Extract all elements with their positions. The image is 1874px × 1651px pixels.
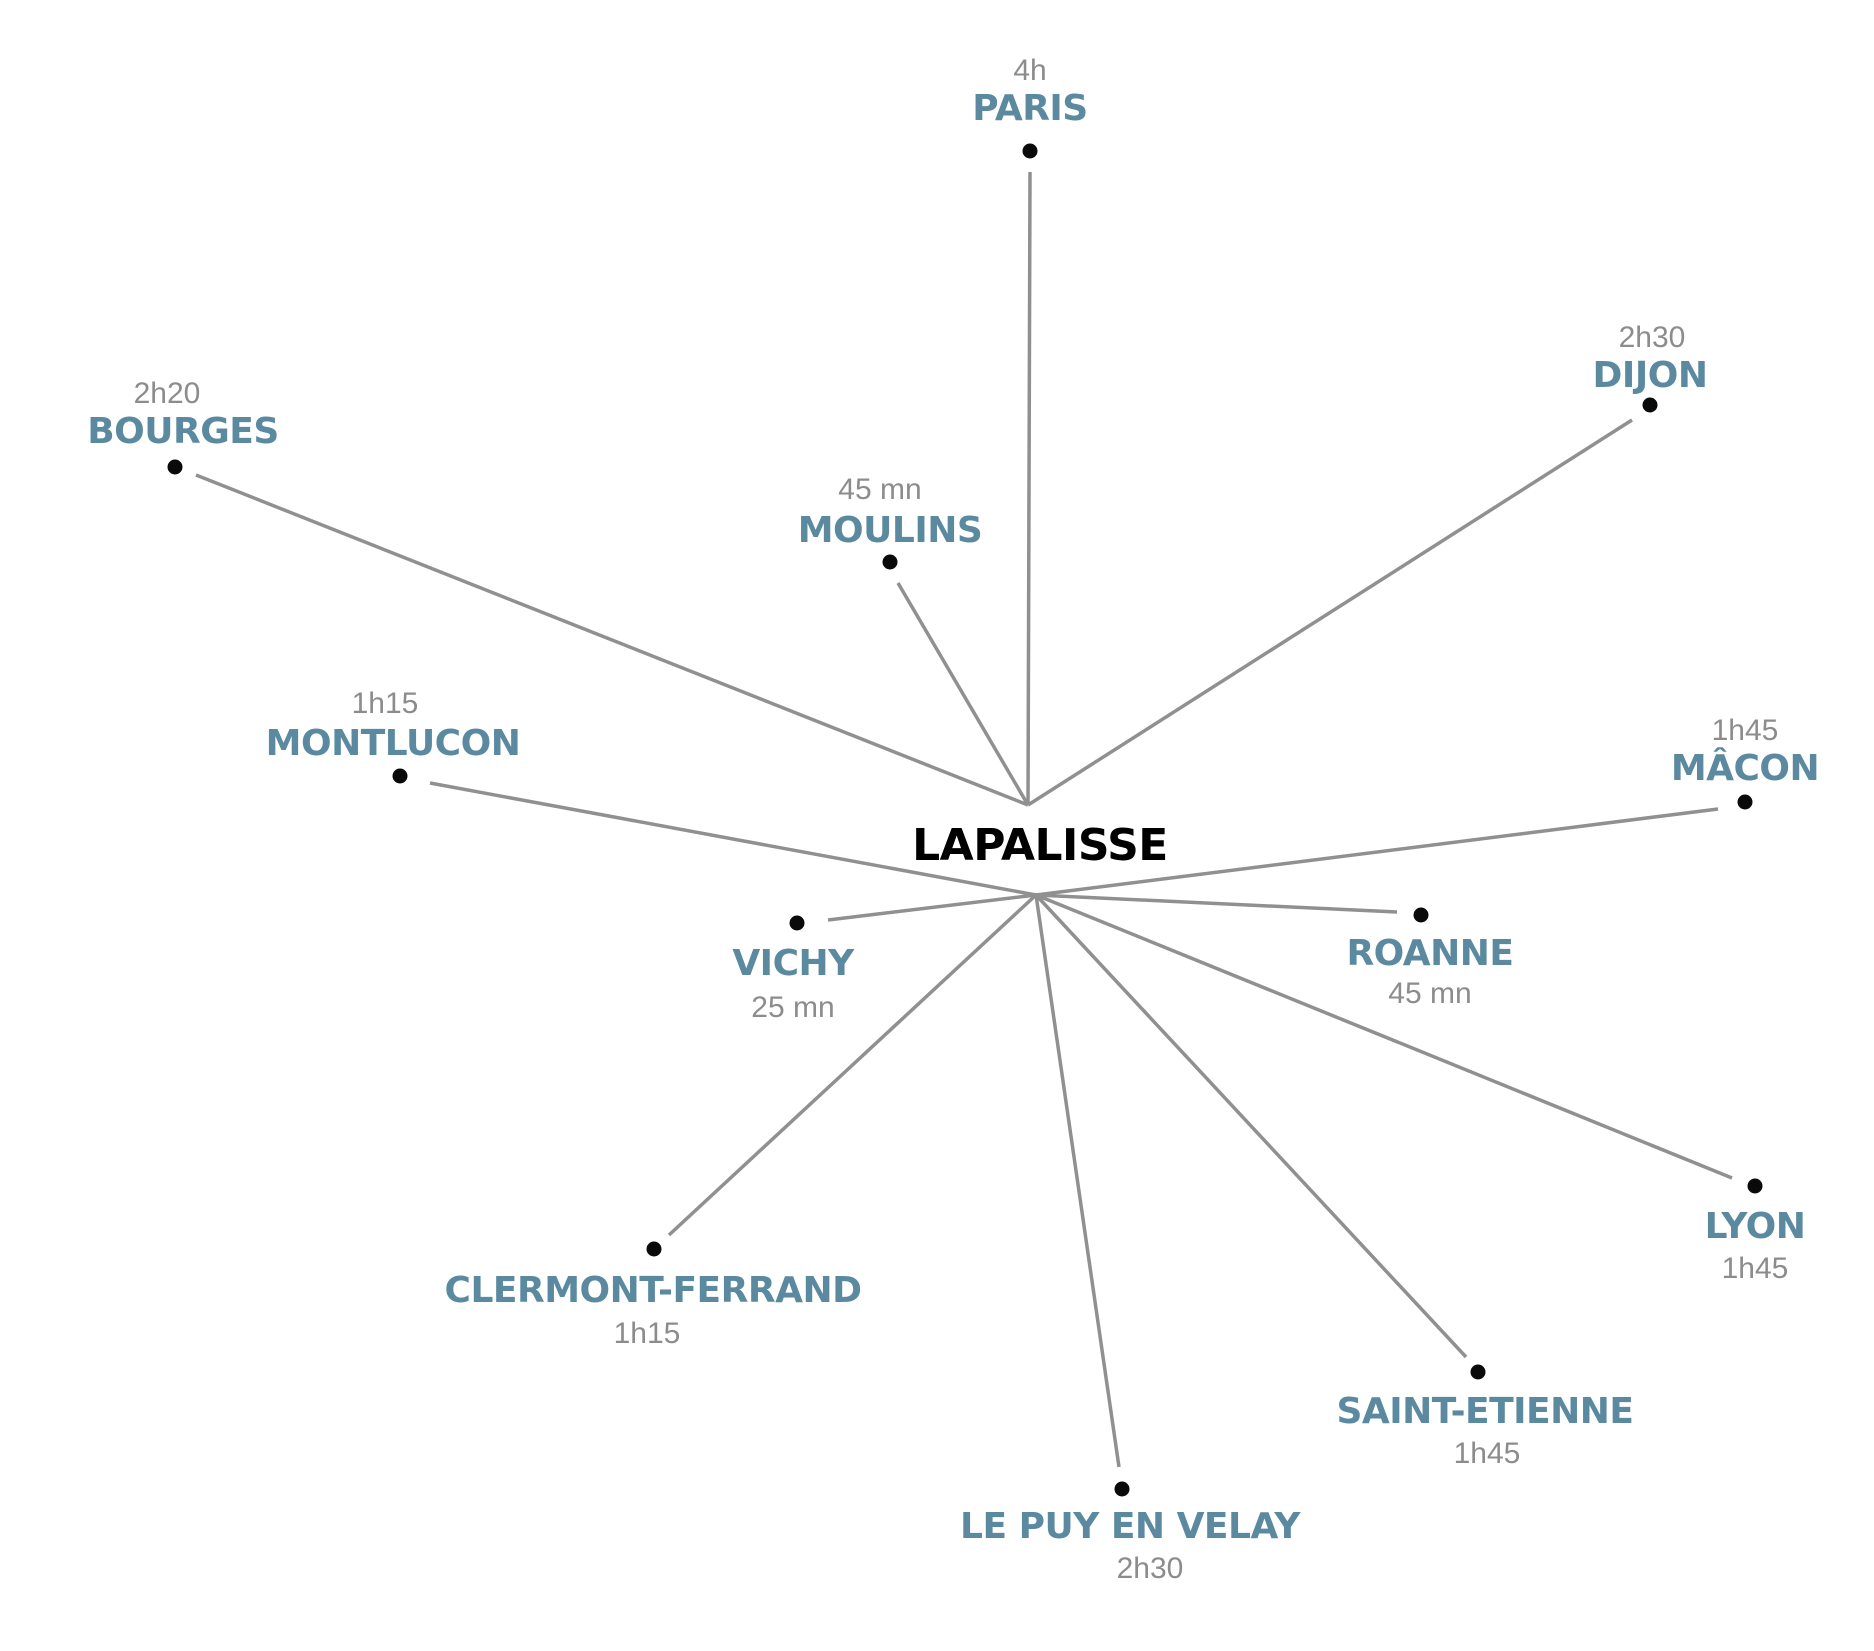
route-lines — [195, 171, 1733, 1468]
city-dot-lyon — [1747, 1178, 1763, 1194]
city-name-roanne: ROANNE — [1346, 933, 1513, 974]
route-line-dijon — [1027, 418, 1633, 807]
route-line-macon — [1035, 807, 1719, 897]
city-name-macon: MÂCON — [1671, 747, 1819, 789]
travel-time-dijon: 2h30 — [1619, 321, 1686, 354]
route-line-saint-etienne — [1034, 893, 1468, 1359]
route-line-paris — [1026, 171, 1032, 806]
travel-time-clermont-ferrand: 1h15 — [614, 1317, 681, 1350]
city-name-lyon: LYON — [1705, 1206, 1806, 1247]
city-name-montlucon: MONTLUCON — [266, 723, 521, 764]
travel-time-le-puy-en-velay: 2h30 — [1117, 1552, 1184, 1585]
city-name-dijon: DIJON — [1593, 355, 1708, 396]
city-dot-clermont-ferrand — [646, 1241, 662, 1257]
city-dot-saint-etienne — [1470, 1364, 1486, 1380]
travel-time-paris: 4h — [1013, 54, 1046, 87]
city-dot-dijon — [1642, 397, 1658, 413]
city-dot-le-puy-en-velay — [1114, 1481, 1130, 1497]
city-dot-roanne — [1413, 907, 1429, 923]
travel-time-bourges: 2h20 — [134, 377, 201, 410]
city-name-paris: PARIS — [972, 88, 1087, 129]
travel-time-macon: 1h45 — [1712, 714, 1779, 747]
city-dot-moulins — [882, 554, 898, 570]
travel-time-roanne: 45 mn — [1388, 977, 1471, 1010]
route-line-vichy — [827, 893, 1037, 922]
city-dot-paris — [1022, 143, 1038, 159]
city-dots — [167, 143, 1763, 1497]
city-name-le-puy-en-velay: LE PUY EN VELAY — [960, 1506, 1301, 1547]
route-line-roanne — [1035, 893, 1398, 914]
route-line-lyon — [1035, 893, 1733, 1180]
route-line-moulins — [896, 582, 1030, 806]
travel-time-lyon: 1h45 — [1722, 1252, 1789, 1285]
city-name-moulins: MOULINS — [798, 510, 983, 551]
city-dot-bourges — [167, 459, 183, 475]
city-name-bourges: BOURGES — [87, 411, 279, 452]
city-dot-montlucon — [392, 768, 408, 784]
travel-time-moulins: 45 mn — [838, 473, 921, 506]
city-dot-macon — [1737, 794, 1753, 810]
route-line-le-puy-en-velay — [1034, 894, 1121, 1468]
city-name-saint-etienne: SAINT-ETIENNE — [1336, 1391, 1633, 1432]
city-name-clermont-ferrand: CLERMONT-FERRAND — [445, 1270, 862, 1311]
city-dot-vichy — [789, 915, 805, 931]
travel-time-vichy: 25 mn — [751, 991, 834, 1024]
city-name-vichy: VICHY — [732, 943, 855, 984]
route-line-montlucon — [429, 781, 1037, 897]
travel-time-saint-etienne: 1h45 — [1454, 1437, 1521, 1470]
hub-label: LAPALISSE — [912, 820, 1168, 871]
route-line-clermont-ferrand — [667, 893, 1038, 1237]
route-line-bourges — [195, 473, 1029, 807]
travel-time-montlucon: 1h15 — [352, 687, 419, 720]
